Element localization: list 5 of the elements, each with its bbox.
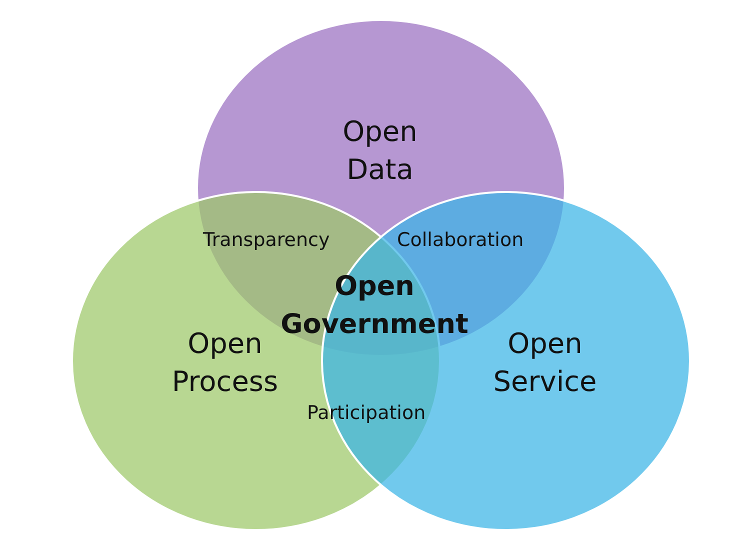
overlap-label: Collaboration	[397, 229, 524, 251]
circle-label: Open Process	[170, 326, 280, 400]
circle-label: Open Data	[342, 114, 418, 188]
overlap-label: Transparency	[203, 229, 330, 251]
circle-label: Open Service	[492, 326, 598, 400]
